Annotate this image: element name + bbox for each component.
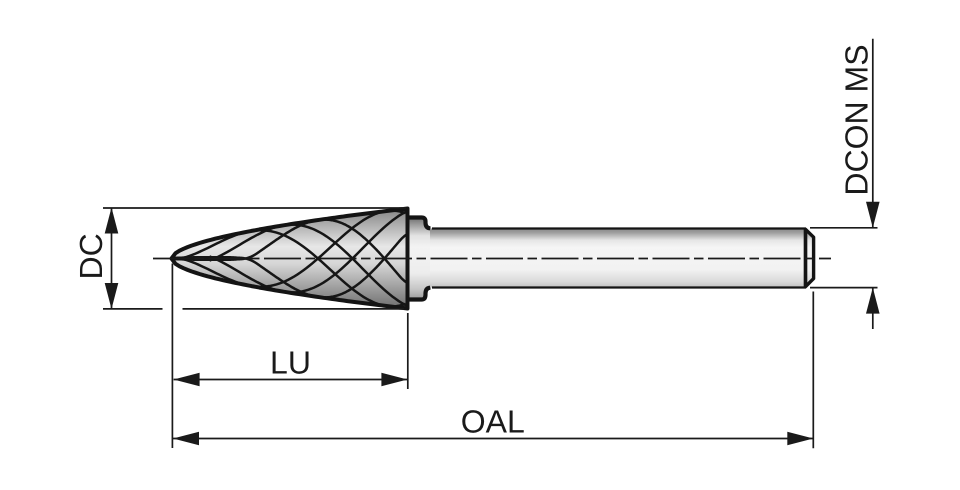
svg-text:OAL: OAL — [461, 403, 525, 439]
svg-text:DCON MS: DCON MS — [838, 44, 874, 195]
svg-text:DC: DC — [73, 233, 109, 279]
svg-text:LU: LU — [270, 345, 311, 381]
